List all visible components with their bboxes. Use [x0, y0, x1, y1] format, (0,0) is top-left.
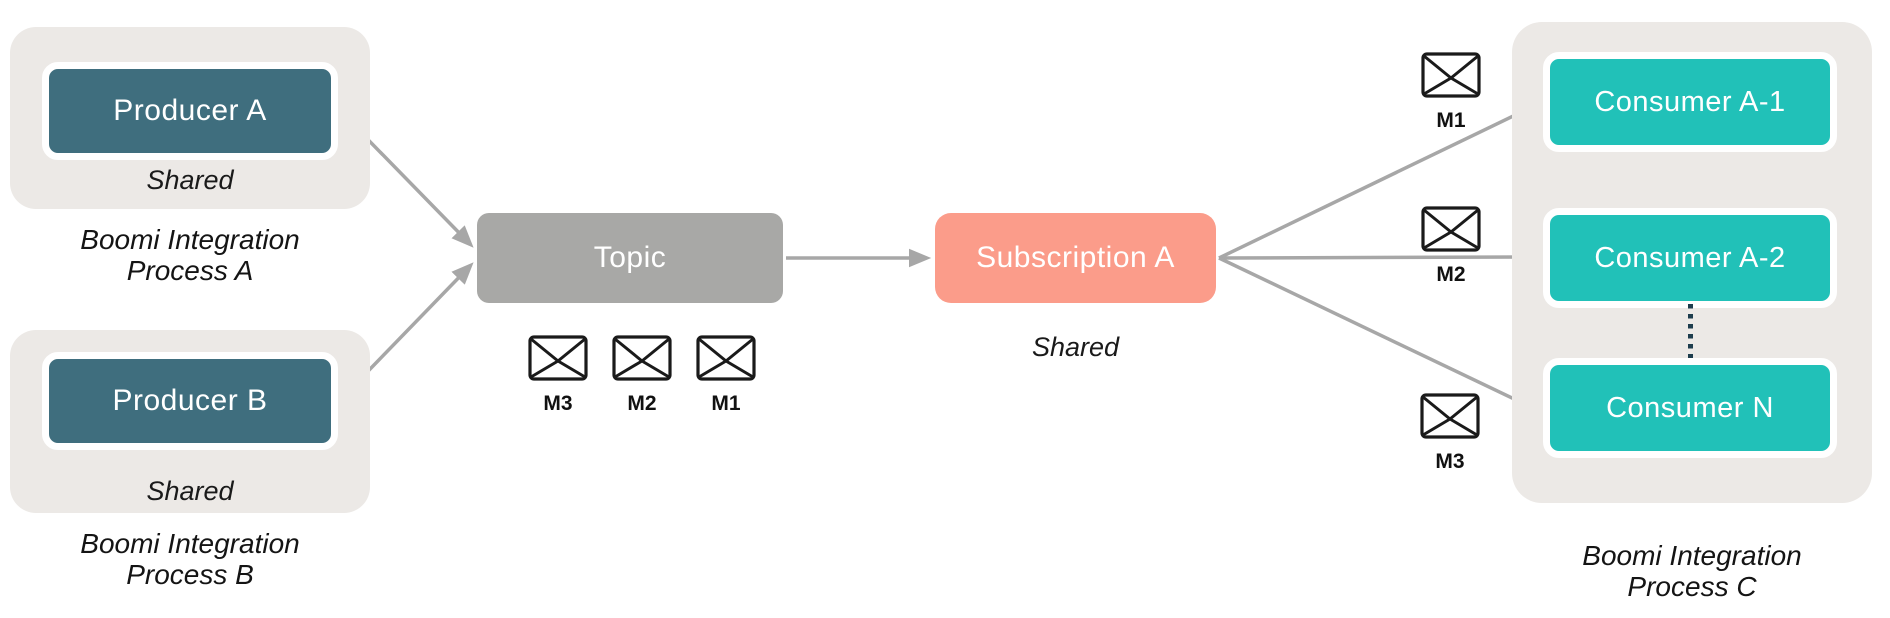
- consumer-a1-node: Consumer A-1: [1543, 52, 1837, 152]
- process-caption-b: Boomi Integration Process B: [10, 528, 370, 590]
- message-m1: M1: [696, 335, 756, 416]
- process-caption-c: Boomi Integration Process C: [1512, 540, 1872, 602]
- subscription-a-node: Subscription A: [935, 213, 1216, 303]
- message-label: M2: [1436, 263, 1466, 286]
- delivery-message-m1: M1: [1421, 52, 1481, 133]
- continuation-dots: [1688, 304, 1693, 362]
- message-label: M1: [1436, 109, 1466, 132]
- caption-line: Boomi Integration: [80, 224, 300, 255]
- producer-a-node: Producer A: [42, 62, 338, 160]
- process-caption-a: Boomi Integration Process A: [10, 224, 370, 286]
- caption-line: Process A: [126, 255, 254, 286]
- message-m2: M2: [612, 335, 672, 416]
- node-label: Consumer A-2: [1594, 241, 1786, 274]
- producer-b-node: Producer B: [42, 352, 338, 450]
- envelope-icon: [528, 335, 588, 381]
- node-label: Producer B: [112, 384, 268, 417]
- shared-label: Shared: [1031, 332, 1120, 362]
- envelope-icon: [1421, 206, 1481, 252]
- consumer-group: Consumer A-1 Consumer A-2 Consumer N: [1512, 22, 1872, 503]
- arrow-subscription-to-consumer-a2: [1218, 247, 1540, 267]
- message-label: M3: [543, 392, 573, 415]
- shared-label: Shared: [146, 476, 234, 506]
- message-label: M3: [1435, 450, 1465, 473]
- message-m3: M3: [528, 335, 588, 416]
- caption-line: Boomi Integration: [80, 528, 300, 559]
- consumer-n-node: Consumer N: [1543, 358, 1837, 458]
- envelope-icon: [1420, 393, 1480, 439]
- delivery-message-m2: M2: [1421, 206, 1481, 287]
- caption-line: Process B: [126, 559, 254, 590]
- producer-group-a: Producer A Shared: [10, 27, 370, 209]
- envelope-icon: [612, 335, 672, 381]
- message-label: M1: [711, 392, 741, 415]
- consumer-a2-node: Consumer A-2: [1543, 208, 1837, 308]
- envelope-icon: [1421, 52, 1481, 98]
- producer-group-b: Producer B Shared: [10, 330, 370, 513]
- node-label: Producer A: [113, 94, 267, 127]
- node-label: Consumer N: [1606, 391, 1774, 424]
- delivery-message-m3: M3: [1420, 393, 1480, 474]
- node-label: Topic: [593, 241, 667, 274]
- node-label: Subscription A: [976, 241, 1175, 274]
- envelope-icon: [696, 335, 756, 381]
- message-label: M2: [627, 392, 657, 415]
- shared-label: Shared: [146, 165, 234, 195]
- arrow-subscription-to-consumer-a1: [1218, 103, 1539, 260]
- node-label: Consumer A-1: [1594, 85, 1786, 118]
- caption-line: Process C: [1627, 571, 1757, 602]
- caption-line: Boomi Integration: [1582, 540, 1802, 571]
- topic-node: Topic: [477, 213, 783, 303]
- arrow-subscription-to-consumer-n: [1218, 256, 1538, 411]
